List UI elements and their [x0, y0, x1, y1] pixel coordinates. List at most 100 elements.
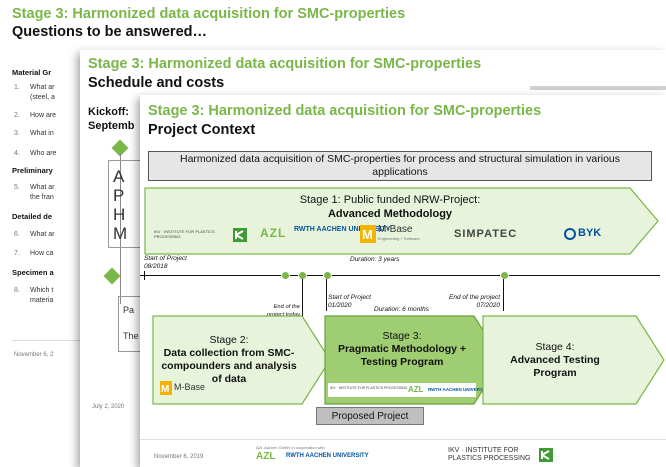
context-banner: Harmonized data acquisition of SMC-prope…: [148, 151, 652, 181]
item-number: 6.: [14, 231, 20, 238]
item-text: What in: [30, 130, 54, 137]
item-text: Who are: [30, 150, 57, 157]
stage1-arrow: [144, 187, 659, 255]
mbase-logo: M-Base: [378, 224, 413, 235]
start-project-label: Start of Project: [144, 255, 187, 262]
schedule-letter: H: [113, 205, 126, 224]
stage4-text: Stage 4: Advanced Testing Program: [490, 321, 620, 399]
slide2-divider: [530, 86, 666, 90]
schedule-box: A P H M: [108, 160, 148, 248]
slide1-subtitle: Questions to be answered…: [12, 24, 207, 40]
stage3-title: Stage 3:: [382, 329, 422, 342]
proposed-project-box: Proposed Project: [316, 407, 424, 425]
stage2-text: Stage 2: Data collection from SMC-compou…: [156, 321, 302, 399]
kickoff-label: Kickoff:: [88, 106, 129, 118]
slide3-subtitle: Project Context: [148, 122, 256, 138]
today-marker: [302, 279, 303, 327]
item-number: 1.: [14, 84, 20, 91]
footer-azl-logo: AZL: [256, 451, 276, 462]
stage3-body: Pragmatic Methodology + Testing Program: [337, 342, 467, 368]
end2-marker: [503, 279, 504, 311]
mbase-sub: Engineering + Software: [378, 236, 420, 241]
item-text: (steel, a: [30, 94, 55, 101]
end-project2-label: End of the project 07/2020: [449, 294, 500, 309]
milestone-diamond: [103, 267, 121, 285]
item-text: the fran: [30, 194, 54, 201]
item-text: What ar: [30, 231, 55, 238]
slide3-footer-date: November 6, 2019: [154, 454, 204, 460]
stage1-title: Stage 1: Public funded NRW-Project:: [299, 194, 481, 206]
timeline-dot: [500, 271, 509, 280]
start2-marker: [326, 279, 327, 311]
kickoff-date: Septemb: [88, 120, 135, 132]
slide2-subtitle: Schedule and costs: [88, 75, 225, 91]
slide1-footer-rule: [12, 340, 82, 341]
ikv-logo-text: IKV · INSTITUTE FOR PLASTICS PROCESSING: [154, 229, 215, 239]
rwth-logo-small: RWTH AACHEN UNIVERSITY: [428, 387, 491, 392]
slide2-title: Stage 3: Harmonized data acquisition for…: [88, 56, 482, 72]
duration-stage1: Duration: 3 years: [350, 256, 400, 263]
item-text: How are: [30, 112, 57, 119]
ikv-logo-small: IKV · INSTITUTE FOR PLASTICS PROCESSING: [330, 386, 408, 390]
timeline-axis: [140, 275, 660, 276]
section-detailed: Detailed de: [12, 212, 53, 221]
mbase-logo-small: M-Base: [174, 382, 206, 392]
ikv-icon: [233, 228, 247, 242]
footer-ikv-icon: [539, 448, 553, 462]
duration-stage3: Duration: 6 months: [374, 306, 429, 313]
start-project2-date: 01/2020: [328, 302, 352, 309]
schedule-letter: A: [113, 167, 125, 186]
section-specimen: Specimen a: [12, 268, 54, 277]
stage2-body: Data collection from SMC-compounders and…: [161, 347, 297, 385]
item-text: What ar: [30, 84, 55, 91]
cost-label-the: The: [123, 331, 139, 341]
azl-logo: AZL: [260, 226, 287, 240]
simpatec-logo: SIMPATEC: [454, 228, 518, 240]
item-number: 4.: [14, 150, 20, 157]
item-number: 5.: [14, 184, 20, 191]
start-project-date: 08/2018: [144, 263, 168, 270]
item-text: materia: [30, 297, 54, 304]
rwth-logo: RWTH AACHEN UNIVERSITY: [294, 226, 391, 233]
end-project-today-label: End of the project today: [266, 304, 300, 318]
cost-label-pa: Pa: [123, 305, 135, 315]
footer-ikv-text: IKV · INSTITUTE FOR PLASTICS PROCESSING: [448, 447, 531, 462]
item-number: 8.: [14, 287, 20, 294]
item-text: What ar: [30, 184, 55, 191]
item-number: 7.: [14, 250, 20, 257]
svg-text:M: M: [161, 384, 169, 395]
timeline-dot: [281, 271, 290, 280]
azl-logo-small: AZL: [408, 385, 424, 394]
footer-azl-caption: AZL Aachen GmbH in cooperation with: [256, 445, 325, 450]
start-project2-label: Start of Project: [328, 294, 371, 301]
schedule-letter: M: [113, 224, 128, 243]
item-number: 2.: [14, 112, 20, 119]
stage2-title: Stage 2:: [209, 334, 249, 346]
item-text: How ca: [30, 250, 54, 257]
section-material: Material Gr: [12, 68, 52, 77]
mbase-icon-small: M: [160, 381, 172, 395]
stage2-arrow: [152, 315, 331, 405]
stage4-body: Advanced Testing Program: [510, 353, 600, 379]
footer-rwth-logo: RWTH AACHEN UNIVERSITY: [286, 453, 369, 459]
timeline-tick: [144, 271, 145, 280]
byk-icon: [564, 228, 576, 240]
mbase-icon: M: [360, 225, 376, 243]
schedule-letter: P: [113, 186, 125, 205]
slide3-footer-rule: [140, 439, 666, 440]
slide1-footer-date: November 6, 2: [14, 352, 54, 358]
slide3-title: Stage 3: Harmonized data acquisition for…: [148, 103, 542, 119]
item-text: Which t: [30, 287, 54, 294]
stage3-text: Stage 3: Pragmatic Methodology + Testing…: [328, 321, 476, 377]
stage4-arrow: [482, 315, 665, 405]
milestone-line: [120, 154, 121, 304]
section-preliminary: Preliminary: [12, 166, 53, 175]
stage4-title: Stage 4:: [535, 340, 575, 353]
slide-project-context: Stage 3: Harmonized data acquisition for…: [140, 95, 666, 467]
timeline-dot: [323, 271, 332, 280]
stage3-logo-strip: IKV · INSTITUTE FOR PLASTICS PROCESSING …: [328, 383, 490, 397]
slide1-title: Stage 3: Harmonized data acquisition for…: [12, 6, 406, 22]
svg-text:M: M: [362, 227, 373, 242]
item-number: 3.: [14, 130, 20, 137]
slide2-footer-date: July 2, 2020: [92, 404, 125, 410]
